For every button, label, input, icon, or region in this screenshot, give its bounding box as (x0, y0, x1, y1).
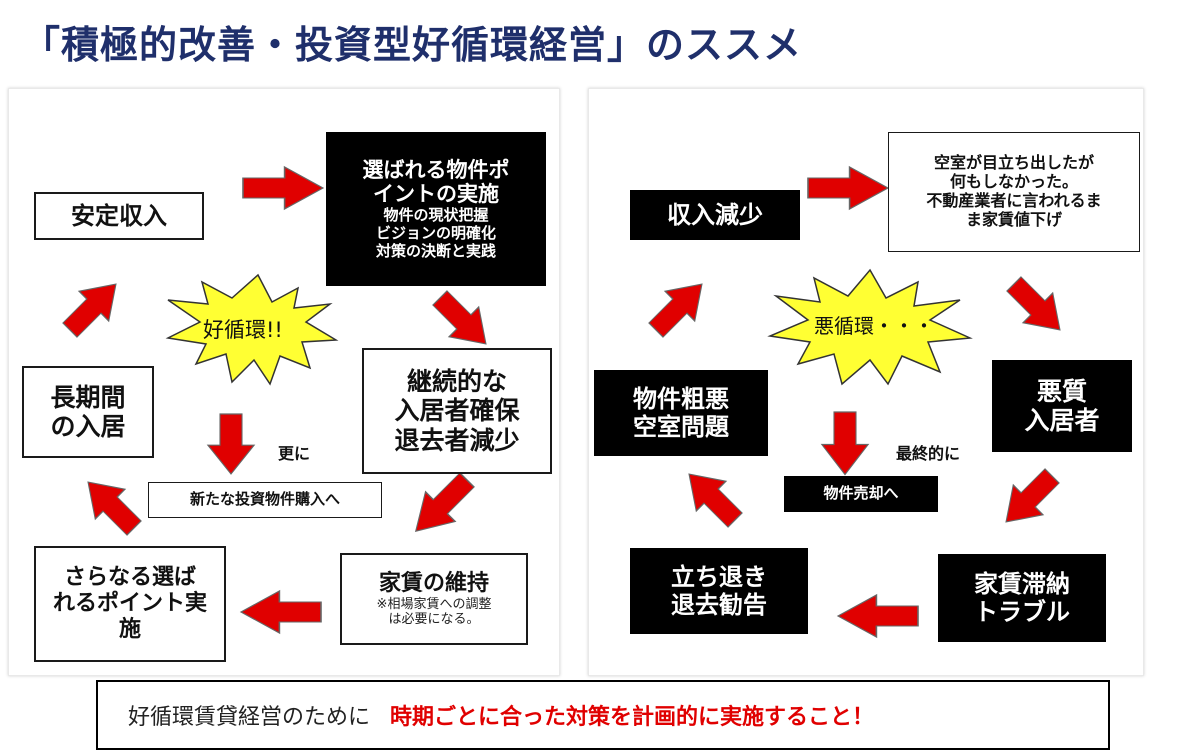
chosen-points-box: 選ばれる物件ポ イントの実施 物件の現状把握 ビジョンの明確化 対策の決断と実践 (326, 132, 546, 286)
chosen-points-title-1: 選ばれる物件ポ (362, 157, 510, 182)
rent-keep-note-1: ※相場家賃への調整 (376, 596, 492, 612)
poor-property-line-1: 物件粗悪 (633, 384, 729, 413)
bad-tenant-box: 悪質 入居者 (992, 360, 1132, 452)
long-stay-box: 長期間 の入居 (22, 366, 154, 458)
income-down-box: 収入減少 (630, 190, 800, 240)
chosen-points-sub-2: ビジョンの明確化 (375, 223, 496, 242)
chosen-points-sub-3: 対策の決断と実践 (375, 241, 496, 260)
chosen-points-title-2: イントの実施 (373, 182, 499, 207)
further-points-box: さらなる選ば れるポイント実 施 (34, 546, 226, 662)
arrow-down-icon (207, 413, 255, 475)
long-stay-line-1: 長期間 (50, 382, 126, 412)
arrow-left-icon (837, 594, 919, 638)
new-investment-box: 新たな投資物件購入へ (148, 482, 382, 518)
conclusion-emphasis: 時期ごとに合った対策を計画的に実施すること！ (390, 705, 875, 730)
arrow-down-left-icon (400, 464, 483, 547)
bad-tenant-line-2: 入居者 (1024, 406, 1100, 435)
vacancy-line-2: 何もしなかった。 (949, 172, 1078, 192)
further-points-line-2: れるポイント実 (52, 591, 207, 617)
conclusion-banner: 好循環賃貸経営のために 時期ごとに合った対策を計画的に実施すること！ (96, 680, 1110, 750)
continuous-line-1: 継続的な (406, 366, 507, 396)
arrow-down-icon (821, 411, 869, 476)
poor-property-line-2: 空室問題 (633, 413, 729, 441)
vacancy-box: 空室が目立ち出したが 何もしなかった。 不動産業者に言われるま ま家賃値下げ (888, 132, 1140, 252)
finally-label: 最終的に (896, 444, 961, 463)
rent-trouble-box: 家賃滞納 トラブル (938, 554, 1106, 642)
arrow-up-left-icon (673, 458, 751, 536)
arrow-up-left-icon (72, 466, 150, 544)
continuous-line-2: 入居者確保 (394, 396, 520, 426)
bad-cycle-burst (767, 268, 973, 386)
eviction-line-2: 退去勧告 (671, 591, 767, 619)
rent-trouble-line-1: 家賃滞納 (974, 569, 1070, 598)
rent-keep-title: 家賃の維持 (378, 570, 489, 596)
further-points-line-3: 施 (118, 616, 141, 642)
arrow-down-left-icon (990, 460, 1068, 538)
page-title: 「積極的改善・投資型好循環経営」のススメ (22, 23, 803, 67)
arrow-down-right-icon (998, 268, 1076, 346)
sell-label: 物件売却へ (823, 484, 899, 503)
stable-income-box: 安定収入 (34, 192, 204, 240)
vacancy-line-3: 不動産業者に言われるま (926, 191, 1102, 210)
rent-trouble-line-2: トラブル (974, 598, 1070, 626)
arrow-left-icon (240, 590, 322, 634)
bad-cycle-burst-label: 悪循環・・・ (814, 314, 934, 338)
good-cycle-burst-label: 好循環!! (203, 318, 283, 342)
vacancy-line-4: ま家賃値下げ (965, 209, 1062, 229)
further-points-line-1: さらなる選ば (63, 565, 196, 591)
rent-keep-box: 家賃の維持 ※相場家賃への調整 は必要になる。 (340, 553, 528, 645)
arrow-up-right-icon (54, 268, 132, 346)
continuous-tenancy-box: 継続的な 入居者確保 退去者減少 (362, 348, 552, 474)
bad-tenant-line-1: 悪質 (1036, 376, 1087, 406)
conclusion-prefix: 好循環賃貸経営のために (128, 705, 371, 730)
stable-income-label: 安定収入 (71, 201, 167, 230)
more-label: 更に (278, 444, 311, 463)
continuous-line-3: 退去者減少 (394, 425, 520, 455)
eviction-box: 立ち退き 退去勧告 (630, 548, 808, 634)
poor-property-box: 物件粗悪 空室問題 (594, 370, 768, 456)
sell-box: 物件売却へ (784, 476, 938, 512)
arrow-right-icon (242, 166, 324, 210)
rent-keep-note-2: は必要になる。 (388, 611, 480, 627)
arrow-right-icon (807, 166, 889, 210)
income-down-label: 収入減少 (667, 200, 763, 229)
vacancy-line-1: 空室が目立ち出したが (933, 153, 1094, 173)
new-investment-label: 新たな投資物件購入へ (189, 490, 340, 509)
eviction-line-1: 立ち退き (671, 562, 767, 591)
good-cycle-burst (165, 273, 339, 386)
chosen-points-sub-1: 物件の現状把握 (383, 206, 489, 225)
arrow-up-right-icon (640, 268, 718, 346)
long-stay-line-2: の入居 (50, 412, 126, 441)
